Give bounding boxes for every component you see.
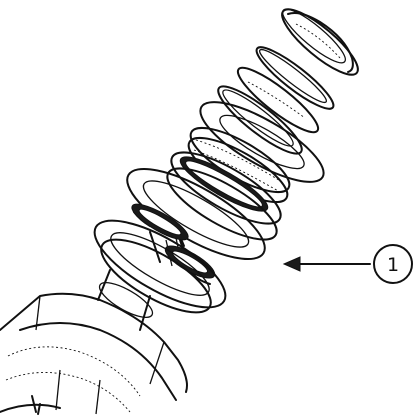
washer-ring — [217, 85, 303, 155]
callout-1: 1 — [282, 244, 413, 284]
lower-washer — [93, 219, 227, 314]
spline-shaft — [131, 203, 216, 285]
seal-ring — [166, 151, 282, 241]
large-washer — [199, 101, 325, 183]
shaft-neck — [97, 269, 154, 331]
upper-ring-1 — [255, 46, 335, 110]
callout-label: 1 — [387, 254, 399, 276]
upper-ring-2 — [236, 66, 320, 134]
top-cap — [281, 8, 359, 76]
leader-arrowhead — [282, 256, 301, 272]
callout-balloon — [373, 244, 413, 284]
housing-body — [0, 292, 188, 415]
